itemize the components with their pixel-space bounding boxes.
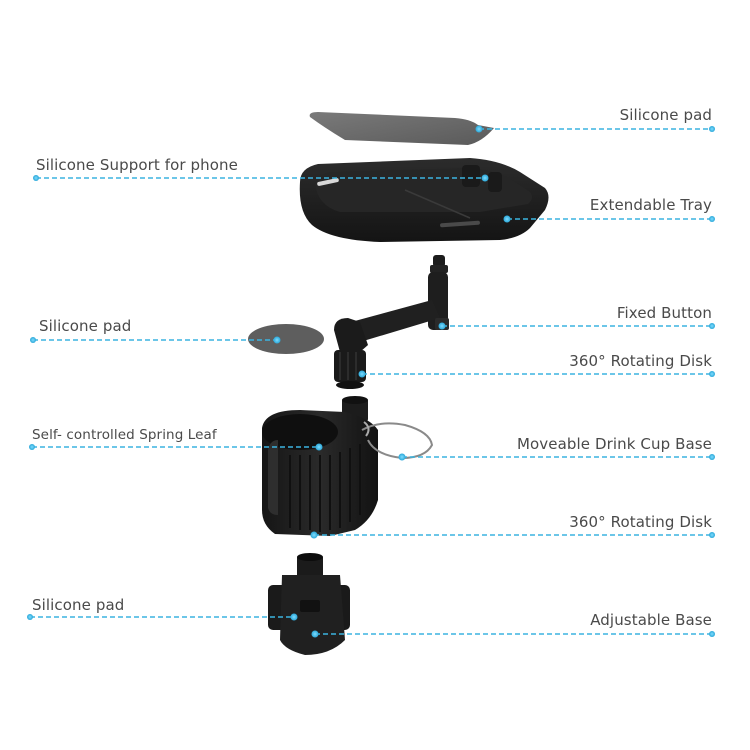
label-fixed-button: Fixed Button: [616, 304, 712, 322]
label-silicone-pad-middle: Silicone pad: [39, 317, 132, 335]
label-silicone-pad-bottom: Silicone pad: [32, 596, 125, 614]
label-silicone-pad-top: Silicone pad: [619, 106, 712, 124]
round-silicone-pad: [248, 324, 324, 354]
label-adjustable-base: Adjustable Base: [590, 611, 712, 629]
adjustable-base-shape: [268, 553, 350, 655]
label-rotating-disk-lower: 360° Rotating Disk: [569, 513, 712, 531]
top-silicone-pad: [309, 112, 494, 145]
leader-dots: [27, 125, 715, 638]
extendable-tray-shape: [299, 158, 549, 242]
swivel-arm-shape: [334, 255, 449, 389]
label-rotating-disk-upper: 360° Rotating Disk: [569, 352, 712, 370]
label-moveable-cup-base: Moveable Drink Cup Base: [516, 435, 712, 453]
cup-holder-shape: [262, 396, 434, 536]
leader-lines: [30, 128, 712, 635]
label-silicone-support-phone: Silicone Support for phone: [36, 156, 238, 174]
label-extendable-tray: Extendable Tray: [589, 196, 712, 214]
label-spring-leaf: Self- controlled Spring Leaf: [32, 427, 217, 443]
